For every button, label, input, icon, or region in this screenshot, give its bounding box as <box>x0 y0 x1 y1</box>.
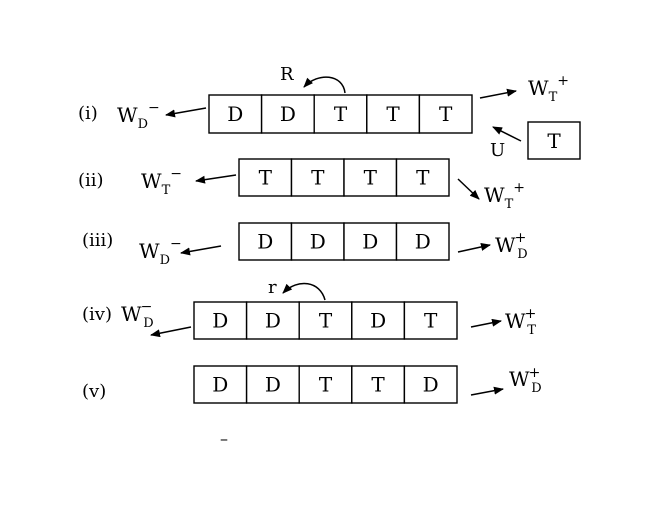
row-ii-right-arrow <box>457 178 480 200</box>
subunit-cell <box>395 222 450 261</box>
row-iii-left-arrow <box>180 245 222 256</box>
subunit-cell <box>290 158 345 197</box>
subunit-cell <box>395 158 450 197</box>
subunit-label: D <box>415 230 431 254</box>
row-ii-left-rate: WT− <box>141 166 182 198</box>
subunit-cell <box>418 94 473 134</box>
subunit-label: T <box>334 102 348 126</box>
rescue-arrow-iv <box>282 282 326 301</box>
subunit-cell <box>298 301 353 340</box>
subunit-label: D <box>370 309 386 333</box>
row-iii-left-rate: WD− <box>139 236 182 268</box>
subunit-cell <box>208 94 263 134</box>
row-iv: (iv) W−D D D T D T r W+T <box>82 277 536 340</box>
row-i-left-arrow <box>165 107 207 118</box>
subunit-label: D <box>212 309 228 333</box>
row-v: (v) D D T T D W+D <box>82 365 542 404</box>
row-v-right-arrow <box>470 386 504 396</box>
subunit-cell <box>403 365 458 404</box>
subunit-label: T <box>371 373 385 397</box>
subunit-label: T <box>319 309 333 333</box>
stray-mark: – <box>220 429 228 448</box>
rescue-label-iv: r <box>268 277 277 298</box>
row-ii: (ii) WT− T T T T WT+ <box>78 158 525 212</box>
subunit-label: D <box>362 230 378 254</box>
subunit-cell <box>245 365 300 404</box>
row-i: (i) WD− D D T T T R WT+ T U <box>78 64 581 161</box>
row-i-right-arrow <box>479 88 517 99</box>
subunit-label: T <box>386 102 400 126</box>
row-iv-right-arrow <box>470 318 502 328</box>
row-ii-right-rate: WT+ <box>484 180 525 212</box>
row-iii: (iii) WD− D D D D W+D <box>82 222 528 268</box>
row-iii-right-rate: W+D <box>495 230 528 262</box>
rescue-arrow-i <box>303 76 346 94</box>
subunit-label: D <box>265 373 281 397</box>
subunit-label: T <box>319 373 333 397</box>
subunit-label: D <box>423 373 439 397</box>
subunit-cell <box>403 301 458 340</box>
subunit-label: D <box>280 102 296 126</box>
subunit-cell <box>351 365 406 404</box>
subunit-label: D <box>257 230 273 254</box>
subunit-label: T <box>424 309 438 333</box>
row-i-right-rate: WT+ <box>528 73 569 105</box>
subunit-label: T <box>311 166 325 190</box>
row-i-left-rate: WD− <box>117 100 160 132</box>
subunit-cell <box>343 158 398 197</box>
subunit-cell <box>238 158 293 197</box>
free-subunit-box <box>527 121 581 160</box>
subunit-label: T <box>439 102 453 126</box>
subunit-label: D <box>310 230 326 254</box>
subunit-cell <box>245 301 300 340</box>
subunit-label: D <box>265 309 281 333</box>
uptake-label: U <box>490 140 505 161</box>
subunit-cell <box>260 94 315 134</box>
subunit-cell <box>343 222 398 261</box>
row-ii-left-arrow <box>195 174 237 184</box>
row-iv-left-arrow <box>150 326 192 338</box>
row-i-label: (i) <box>78 103 98 124</box>
row-v-label: (v) <box>82 381 106 402</box>
row-iv-right-rate: W+T <box>505 306 536 338</box>
uptake-arrow <box>492 126 522 142</box>
subunit-cell <box>298 365 353 404</box>
row-iv-label: (iv) <box>82 304 112 325</box>
subunit-label: D <box>212 373 228 397</box>
subunit-cell <box>313 94 368 134</box>
subunit-label: T <box>416 166 430 190</box>
subunit-cell <box>290 222 345 261</box>
subunit-label: T <box>364 166 378 190</box>
subunit-label: D <box>227 102 243 126</box>
subunit-cell <box>193 365 248 404</box>
row-ii-label: (ii) <box>78 170 104 191</box>
row-v-right-rate: W+D <box>509 365 542 396</box>
subunit-label: T <box>259 166 273 190</box>
row-iv-left-rate: W−D <box>121 299 154 331</box>
row-iii-label: (iii) <box>82 230 113 251</box>
free-subunit-label: T <box>547 129 561 153</box>
row-iii-right-arrow <box>457 243 491 253</box>
rescue-label-i: R <box>280 64 294 85</box>
